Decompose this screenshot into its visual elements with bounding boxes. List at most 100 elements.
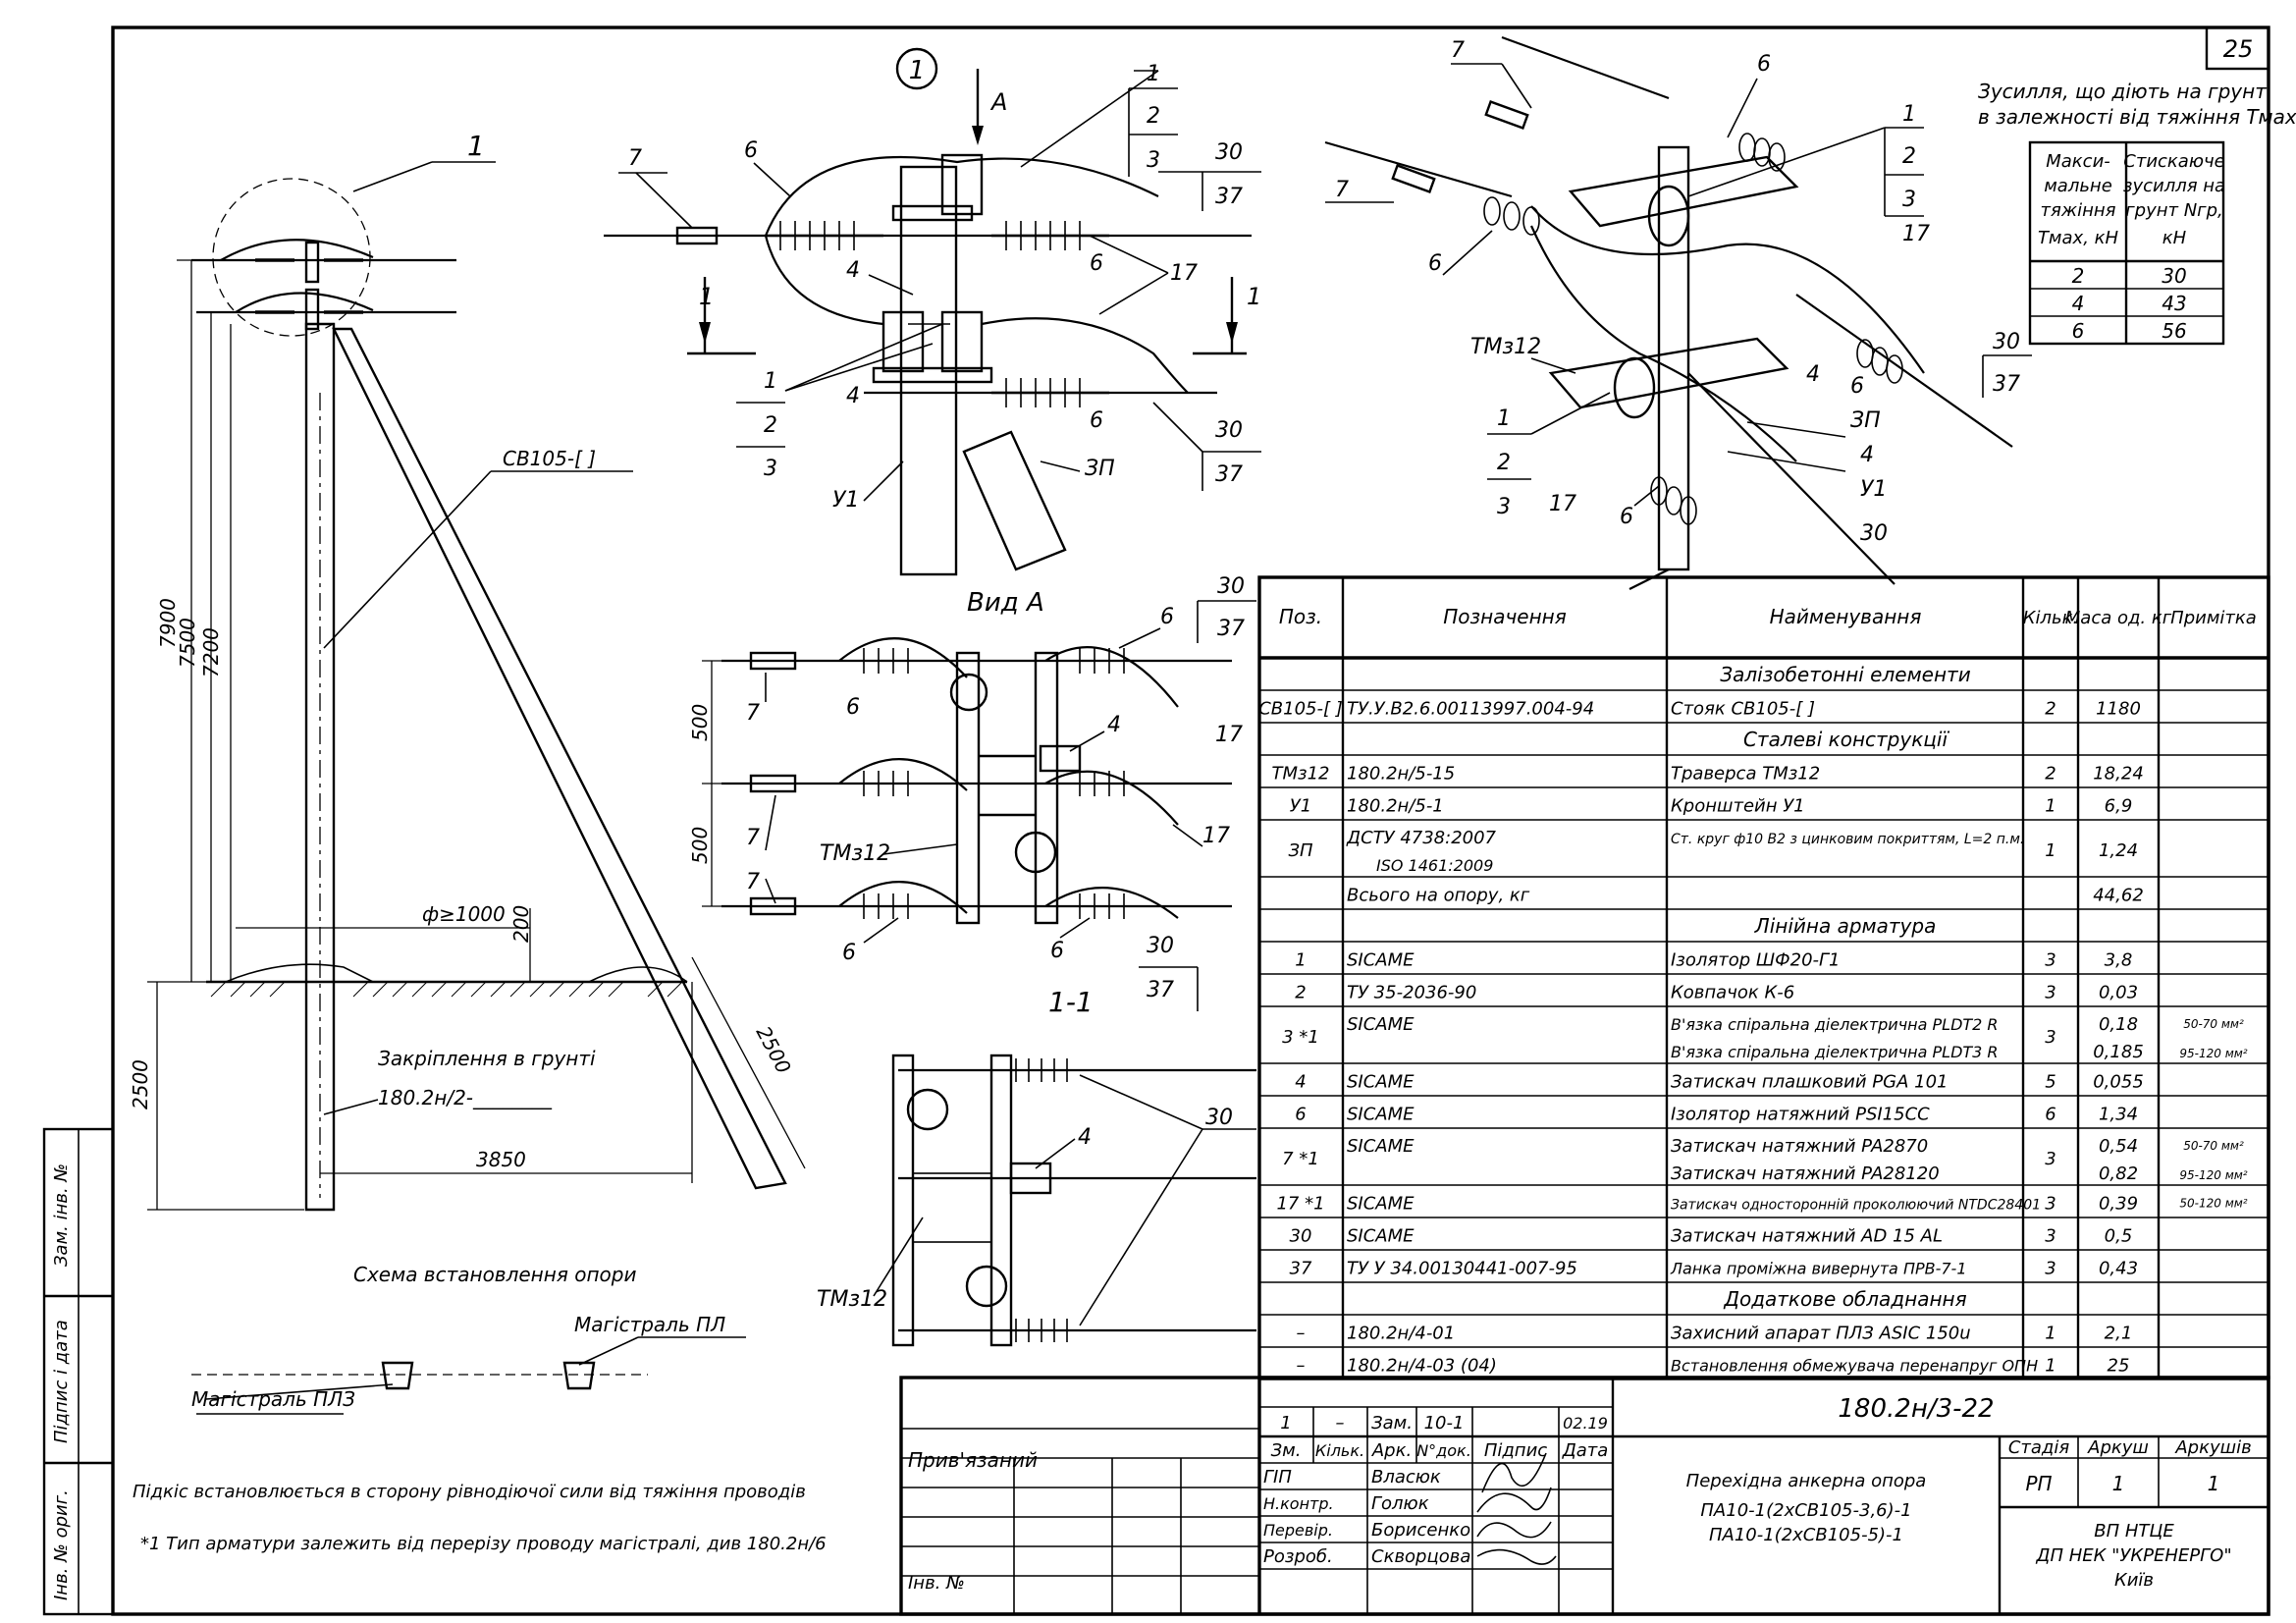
- scheme-caption: Схема встановлення опори: [353, 1263, 636, 1286]
- spec-pos: 17 *1: [1276, 1194, 1324, 1215]
- va-callout-4: 4: [1107, 713, 1121, 737]
- spec-mass: 18,24: [2093, 764, 2144, 784]
- spec-name: Затискач плашковий PGA 101: [1671, 1072, 1949, 1093]
- view-a-title: Вид А: [967, 588, 1044, 618]
- spec-name: Ізолятор ШФ20-Г1: [1671, 950, 1841, 971]
- spec-code: SICAME: [1347, 1014, 1415, 1035]
- spec-mass: 0,5: [2105, 1226, 2133, 1247]
- d1-callout-u1: У1: [832, 488, 859, 513]
- d1-callout-1: 1: [1147, 62, 1160, 86]
- force-h1-l1: Макси-: [2046, 151, 2110, 172]
- pv-callout-3a: 3: [1902, 188, 1916, 212]
- pv-callout-30b: 30: [1860, 521, 1888, 546]
- spec-name: Стояк СВ105-[ ]: [1671, 699, 1815, 720]
- spec-name: Траверса ТМз12: [1671, 764, 1820, 784]
- spec-name-2: В'язка спіральна діелектрична PLDT3 R: [1671, 1043, 1999, 1061]
- force-r3-c2: 56: [2162, 319, 2186, 343]
- spec-pos: У1: [1290, 796, 1311, 817]
- sig-role-2: Перевір.: [1263, 1521, 1333, 1540]
- spec-h-pos: Поз.: [1279, 605, 1322, 628]
- org-line-3: Київ: [2114, 1570, 2154, 1591]
- section-11-title: 1-1: [1048, 986, 1094, 1018]
- dim-2500-brace: 2500: [752, 1022, 796, 1077]
- org-line-1: ВП НТЦЕ: [2094, 1521, 2174, 1542]
- d1-callout-30b: 30: [1215, 418, 1243, 443]
- line-plz-label: Магістраль ПЛЗ: [191, 1387, 355, 1411]
- spec-mass: 2,1: [2105, 1324, 2133, 1344]
- pv-callout-4: 4: [1806, 362, 1820, 387]
- force-h2-l2: зусилля на: [2123, 176, 2225, 196]
- pv-callout-7a: 7: [1451, 38, 1465, 63]
- pv-callout-30: 30: [1993, 330, 2020, 354]
- revision-block: 1 – Зам. 10-1 02.19 Зм. Кільк. Арк. N°до…: [1257, 1378, 2269, 1614]
- spec-mass: 1,24: [2099, 840, 2138, 861]
- spec-pos: 1: [1295, 950, 1306, 971]
- sig-name-3: Скворцова: [1371, 1546, 1470, 1567]
- spec-name: Затискач односторонній проколюючий NTDC2…: [1671, 1198, 2041, 1214]
- page-number-box: [2205, 26, 2270, 71]
- spec-mass: 0,54: [2099, 1136, 2138, 1157]
- va-callout-6d: 6: [1160, 605, 1174, 629]
- d1-callout-4b: 4: [846, 384, 860, 408]
- detail-1: 1 А 1 1: [604, 47, 1261, 576]
- force-h1-l3: тяжіння: [2041, 200, 2116, 221]
- spec-h-note: Примітка: [2170, 608, 2257, 628]
- spec-qty: 2: [2045, 699, 2056, 720]
- spec-section-title: Додаткове обладнання: [1723, 1287, 1966, 1311]
- rev-h-4: Підпис: [1484, 1440, 1547, 1461]
- spec-note-2: 95-120 мм²: [2179, 1047, 2247, 1060]
- spec-pos: ТМз12: [1271, 764, 1329, 784]
- va-callout-17a: 17: [1215, 723, 1243, 747]
- side-stamp: Інв. № ориг. Підпис і дата Зам. інв. №: [42, 1127, 115, 1616]
- force-h1-l4: Tмах, кН: [2038, 228, 2119, 248]
- spec-qty: 2: [2045, 764, 2056, 784]
- stage-value: РП: [2025, 1472, 2052, 1495]
- sig-name-0: Власюк: [1371, 1467, 1441, 1488]
- pv-callout-7b: 7: [1335, 178, 1349, 202]
- spec-pos: 7 *1: [1282, 1149, 1319, 1169]
- spec-qty: 6: [2045, 1105, 2056, 1125]
- spec-name: Ковпачок К-6: [1671, 983, 1794, 1003]
- pv-callout-6b: 6: [1428, 251, 1442, 276]
- spec-code: SICAME: [1347, 1105, 1415, 1125]
- force-r1-c1: 2: [2072, 264, 2085, 288]
- spec-code: Всього на опору, кг: [1347, 886, 1530, 906]
- spec-code: SICAME: [1347, 1072, 1415, 1093]
- va-callout-17b: 17: [1202, 824, 1230, 848]
- d1-callout-3: 3: [1147, 148, 1160, 173]
- page-number: 25: [2223, 35, 2254, 63]
- d1-callout-6: 6: [744, 138, 758, 163]
- brace-note: Підкіс встановлюється в сторону рівнодію…: [133, 1482, 806, 1502]
- title-line-2: ПА10-1(2хСВ105-3,6)-1: [1700, 1500, 1911, 1521]
- spec-qty: 1: [2045, 1356, 2056, 1377]
- pv-callout-tmz: ТМз12: [1470, 335, 1541, 359]
- spec-name: Ланка проміжна вивернута ПРВ-7-1: [1670, 1260, 1967, 1278]
- spec-code: 180.2н/4-03 (04): [1347, 1356, 1497, 1377]
- dim-diameter: ф≥1000: [422, 902, 506, 926]
- spec-qty: 3: [2045, 983, 2056, 1003]
- bound-label: Прив'язаний: [908, 1448, 1038, 1472]
- force-h2-l3: грунт Nгр,: [2125, 200, 2223, 221]
- spec-name: Ст. круг ф10 В2 з цинковим покриттям, L=…: [1671, 832, 2024, 847]
- spec-mass: 1,34: [2099, 1105, 2138, 1125]
- spec-code: SICAME: [1347, 1136, 1415, 1157]
- va-callout-6a: 6: [846, 695, 860, 720]
- va-callout-30b: 30: [1147, 934, 1174, 958]
- spec-table: Поз. Позначення Найменування Кільк. Маса…: [1257, 575, 2270, 1380]
- spec-code: SICAME: [1347, 1194, 1415, 1215]
- sheets-value: 1: [2208, 1472, 2220, 1495]
- view-a: Вид А: [688, 574, 1256, 1011]
- spec-name: В'язка спіральна діелектрична PLDT2 R: [1671, 1015, 1999, 1034]
- spec-name: Захисний апарат ПЛЗ ASIC 150u: [1671, 1324, 1971, 1344]
- pv-callout-1a: 1: [1902, 102, 1916, 127]
- d1-callout-1b: 1: [764, 369, 777, 394]
- d1-callout-4: 4: [846, 258, 860, 283]
- pv-callout-2b: 2: [1497, 451, 1511, 475]
- sheet-value: 1: [2112, 1472, 2125, 1495]
- rev-val-0: 1: [1280, 1413, 1291, 1434]
- va-callout-37b: 37: [1147, 978, 1174, 1002]
- force-r2-c2: 43: [2162, 292, 2186, 315]
- spec-qty: 1: [2045, 796, 2056, 817]
- view-a-dim-500b: 500: [688, 827, 712, 864]
